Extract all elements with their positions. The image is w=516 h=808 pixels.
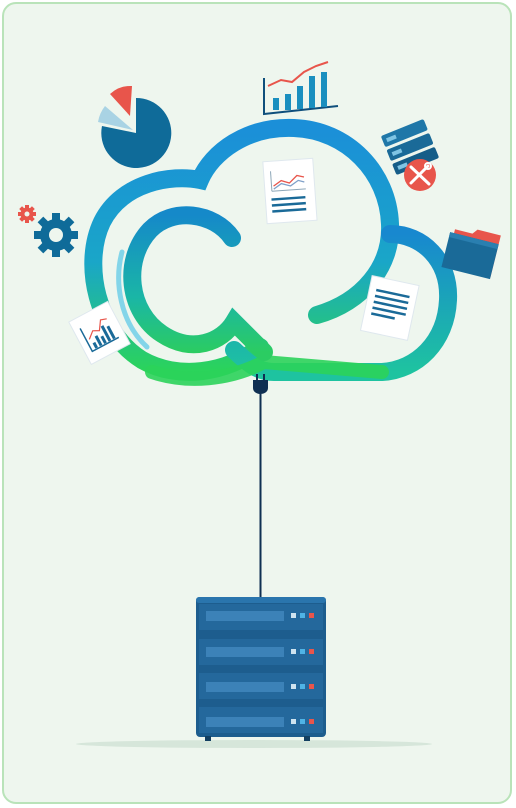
bar-chart-icon (263, 61, 339, 116)
gear-icon (18, 205, 78, 257)
plug-icon (253, 374, 268, 394)
server-rack-icon (76, 597, 432, 748)
tools-icon (404, 159, 436, 191)
report-document-icon (262, 157, 318, 225)
cloud-server-illustration (18, 61, 501, 748)
cloud-icon (84, 118, 458, 386)
pie-chart-icon (98, 85, 172, 168)
chart-document-icon (68, 300, 131, 366)
folder-icon (441, 229, 501, 280)
text-document-icon (359, 275, 420, 341)
